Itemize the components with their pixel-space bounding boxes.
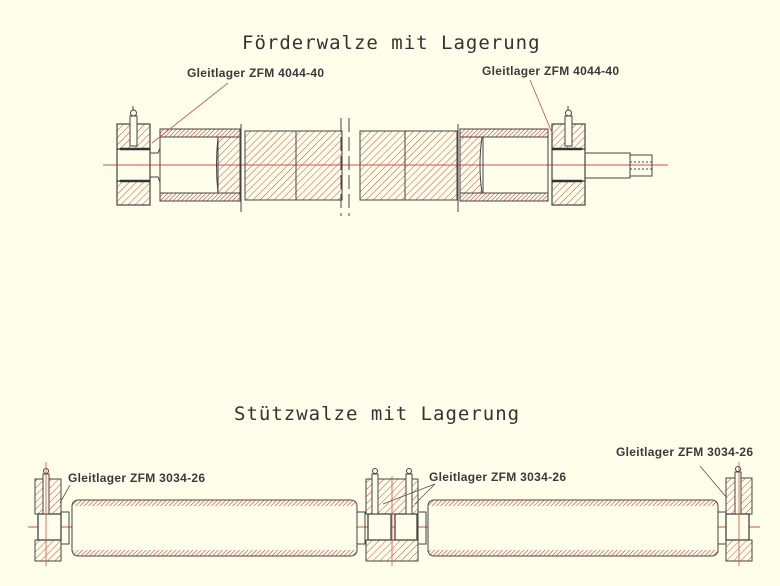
left-roller-end (159, 128, 241, 202)
support-roller-title: Stützwalze mit Lagerung (234, 403, 521, 425)
bearing-middle (365, 468, 419, 566)
leader-line-right (529, 79, 554, 136)
leader-line-right (699, 465, 728, 499)
right-roller-end (459, 128, 549, 202)
leader-line-left (151, 82, 229, 144)
leader-line-middle-b (414, 483, 436, 505)
support-roller-assembly (28, 462, 760, 566)
label-middle-bearing-bottom: Gleitlager ZFM 3034-26 (429, 470, 567, 484)
roller-body-right (359, 130, 458, 201)
support-roller-left (71, 499, 366, 557)
conveyor-roller-assembly (103, 79, 668, 216)
label-left-bearing-bottom: Gleitlager ZFM 3034-26 (68, 471, 206, 485)
roller-body-left (244, 130, 343, 201)
drive-shaft (584, 152, 653, 179)
leader-line-left (59, 484, 71, 504)
label-right-bearing-bottom: Gleitlager ZFM 3034-26 (616, 445, 754, 459)
left-bearing-block (116, 106, 151, 206)
leader-line-middle-a (382, 483, 436, 505)
label-left-bearing-top: Gleitlager ZFM 4044-40 (187, 66, 325, 80)
label-right-bearing-top: Gleitlager ZFM 4044-40 (482, 64, 620, 78)
right-bearing-block (551, 106, 586, 206)
bearing-left (34, 462, 70, 566)
conveyor-roller-title: Förderwalze mit Lagerung (242, 32, 541, 54)
bearing-right (725, 462, 753, 566)
support-roller-right (417, 499, 727, 557)
